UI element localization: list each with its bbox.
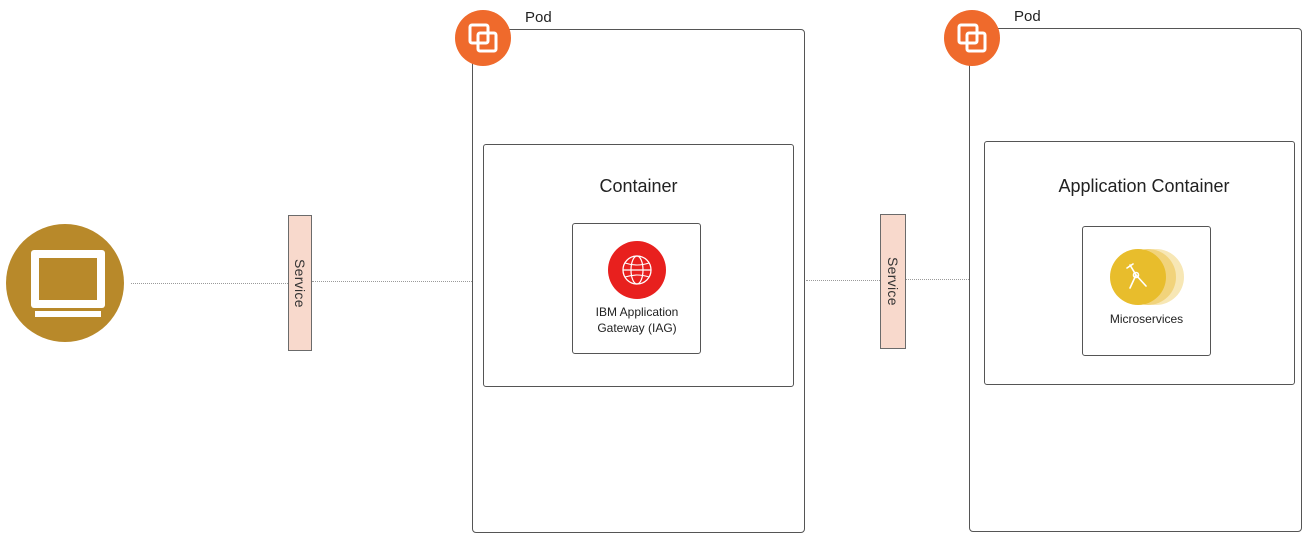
monitor-icon (31, 250, 105, 317)
gateway-icon (607, 240, 667, 305)
pod1-service-link (806, 280, 880, 281)
container-2-title: Application Container (1058, 176, 1230, 196)
microservices-icon-wrap (1108, 248, 1190, 311)
microservices-icon (1110, 249, 1184, 305)
pod-icon (957, 23, 987, 53)
service-pod1-link (312, 281, 472, 282)
pod-2-icon (944, 10, 1000, 66)
service-2-label: Service (885, 257, 901, 306)
gateway-globe-icon (608, 241, 666, 299)
client-monitor[interactable] (6, 224, 124, 342)
container-1-title: Container (599, 176, 678, 196)
pod-icon (468, 23, 498, 53)
service-pod2-link (906, 279, 969, 280)
gateway-label: IBM Application Gateway (IAG) (595, 305, 679, 335)
pod-1-icon (455, 10, 511, 66)
service-2[interactable]: Service (880, 214, 906, 349)
service-1-label: Service (292, 258, 308, 308)
pod-2-label: Pod (1014, 8, 1041, 25)
service-1[interactable]: Service (288, 215, 312, 351)
client-service-link (131, 283, 288, 284)
pod-1-label: Pod (525, 9, 552, 26)
microservices-label: Microservices (1109, 312, 1184, 326)
